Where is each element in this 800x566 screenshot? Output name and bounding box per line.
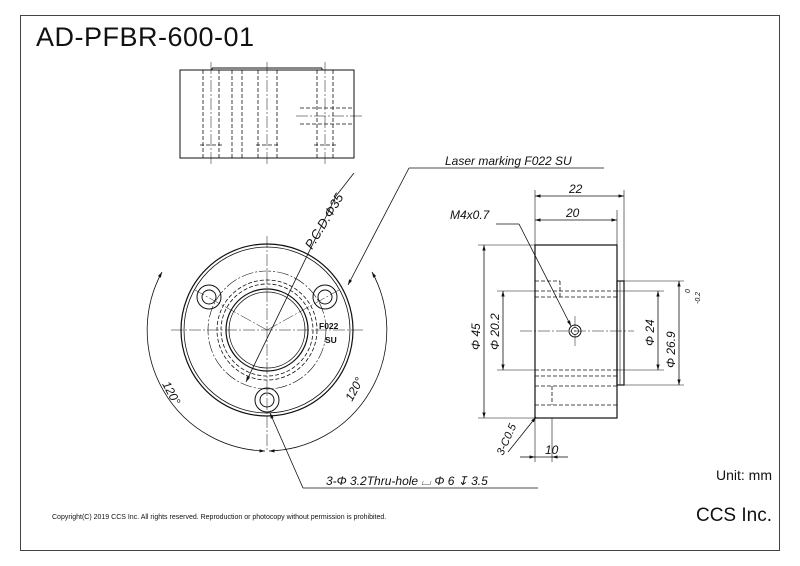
tolerance-lower: -0.2 — [695, 292, 702, 304]
chamfer-dimension: 3-C0.5 — [495, 421, 520, 457]
drawing-title: AD-PFBR-600-01 — [36, 22, 255, 52]
marking-text-f022: F022 — [319, 321, 339, 331]
mounting-hole — [196, 284, 222, 310]
diameter-24-dimension: Φ 24 — [643, 319, 657, 346]
tolerance-upper: 0 — [685, 289, 692, 293]
diameter-20-2-dimension: Φ 20.2 — [488, 313, 502, 350]
marking-text-su: SU — [325, 335, 337, 345]
angle-right-label: 120° — [342, 375, 366, 404]
front-view — [146, 167, 604, 489]
angle-left-label: 120° — [159, 379, 183, 408]
copyright-notice: Copyright(C) 2019 CCS Inc. All rights re… — [52, 514, 387, 521]
diameter-45-dimension: Φ 45 — [469, 323, 483, 350]
width-22-dimension: 22 — [568, 182, 583, 196]
thread-label: M4x0.7 — [450, 208, 491, 222]
top-view — [179, 62, 362, 164]
mounting-hole — [312, 284, 338, 310]
width-20-dimension: 20 — [565, 206, 580, 220]
company-name: CCS Inc. — [695, 505, 772, 526]
unit-label: Unit: mm — [716, 467, 772, 483]
side-view — [478, 190, 684, 462]
pcd-dimension: P.C.D.Φ35 — [302, 190, 347, 251]
laser-marking-label: Laser marking F022 SU — [445, 154, 572, 168]
width-10-dimension: 10 — [545, 443, 559, 457]
thru-hole-note: 3-Φ 3.2Thru-hole ⌴ Φ 6 ↧ 3.5 — [326, 474, 488, 488]
diameter-26-9-dimension: Φ 26.9 — [664, 331, 678, 368]
drawing-frame — [20, 15, 780, 551]
